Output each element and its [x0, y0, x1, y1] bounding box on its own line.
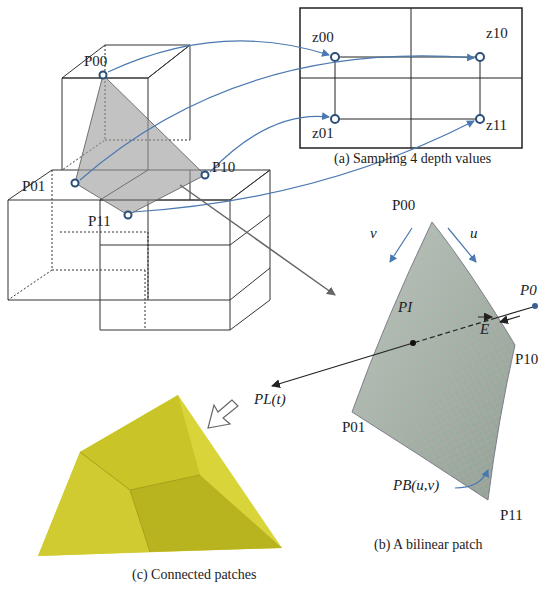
voxel-cubes [8, 45, 270, 330]
axis-label: u [470, 226, 478, 241]
ray [272, 303, 538, 386]
subfigure-caption: (a) Sampling 4 depth values [334, 152, 491, 166]
depth-label: z11 [486, 118, 507, 133]
depth-grid [300, 8, 522, 148]
subfigure-caption: (c) Connected patches [132, 568, 256, 582]
point-label: P0 [520, 283, 537, 298]
subfigure-caption: (b) A bilinear patch [374, 538, 482, 552]
point-label: P01 [22, 179, 45, 194]
vector-label: E [480, 322, 489, 337]
depth-label: z00 [312, 30, 334, 45]
axis-label: v [370, 226, 377, 241]
point-label: P10 [212, 160, 235, 175]
point-label: P11 [88, 214, 111, 229]
point-label: P10 [515, 352, 538, 367]
depth-samples [331, 53, 484, 123]
sample-quad [75, 75, 205, 215]
point-label: P01 [342, 420, 365, 435]
ray-label: PL(t) [254, 392, 286, 407]
surface-label: PB(u,v) [393, 478, 439, 493]
point-label: P11 [500, 508, 523, 523]
hollow-arrow [208, 400, 238, 428]
depth-label: z10 [486, 26, 508, 41]
depth-label: z01 [312, 126, 334, 141]
point-label: PI [398, 300, 412, 315]
zoom-arrow [180, 185, 335, 295]
connected-patches [38, 395, 282, 556]
mapping-arrows [80, 41, 474, 212]
bilinear-patch [352, 222, 515, 500]
point-label: P00 [84, 54, 107, 69]
v-arrow [390, 228, 412, 262]
sample-points [72, 72, 209, 219]
point-label: P00 [392, 198, 415, 213]
pb-arrow [455, 470, 488, 488]
